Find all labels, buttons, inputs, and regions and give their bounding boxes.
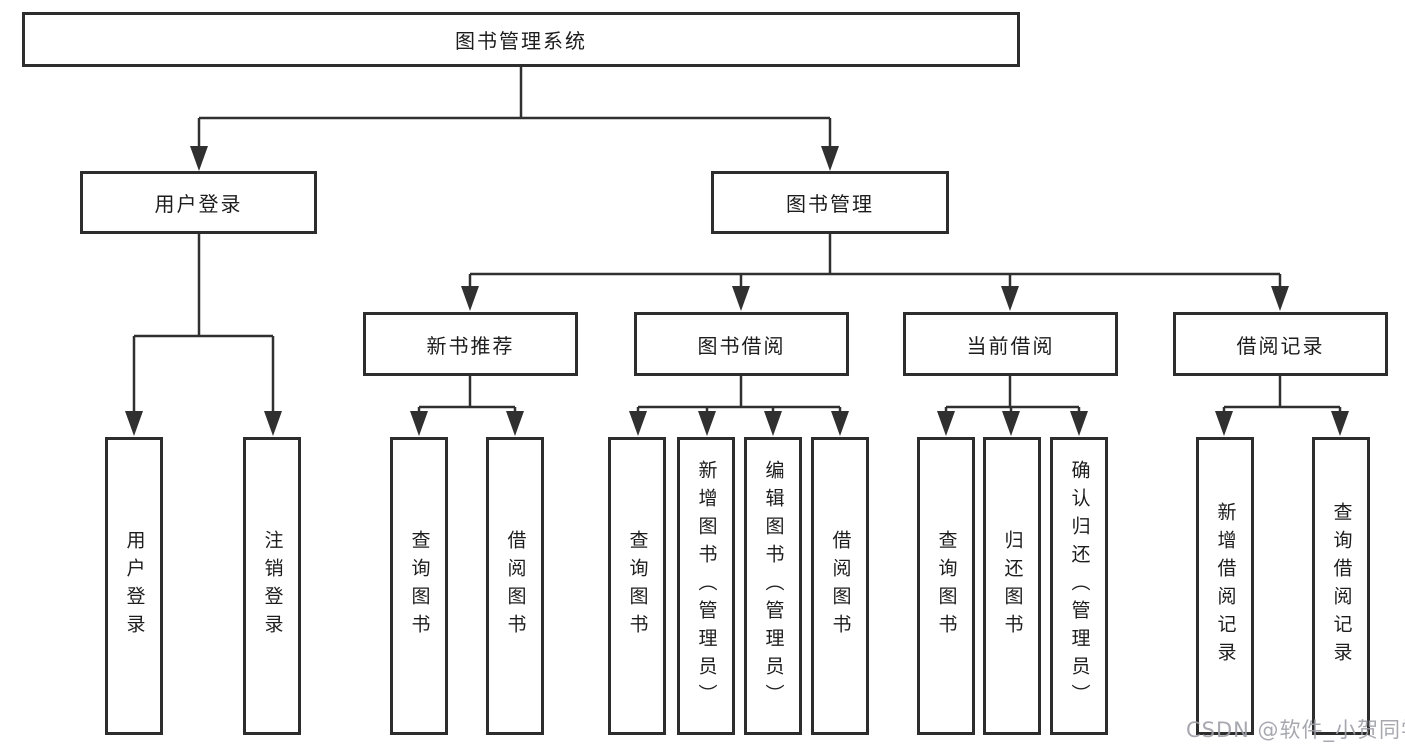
- leaf-current-return-books: 归还图书: [983, 437, 1041, 735]
- node-borrow-records-label: 借阅记录: [1236, 333, 1325, 358]
- leaf-records-query-record: 查询借阅记录: [1312, 437, 1370, 735]
- leaf-user-login: 用户登录: [105, 437, 163, 735]
- connector-records-to-leaves: [1215, 376, 1349, 436]
- leaf-recommend-borrow-books-label: 借阅图书: [504, 530, 527, 642]
- leaf-recommend-query-books: 查询图书: [390, 437, 448, 735]
- connector-userlogin-to-leaves: [125, 234, 282, 436]
- node-book-management-label: 图书管理: [786, 192, 874, 216]
- leaf-borrow-borrow-books: 借阅图书: [811, 437, 869, 735]
- node-current-borrow-label: 当前借阅: [966, 333, 1055, 358]
- node-book-borrow: 图书借阅: [634, 312, 849, 376]
- watermark-text: CSDN @软件_小贺同学: [1186, 718, 1405, 742]
- connector-newbooks-to-leaves: [410, 376, 524, 436]
- leaf-borrow-edit-books-admin: 编辑图书（管理员）: [744, 437, 802, 735]
- node-user-login: 用户登录: [80, 171, 317, 234]
- leaf-recommend-borrow-books: 借阅图书: [486, 437, 544, 735]
- leaf-borrow-query-books-label: 查询图书: [626, 530, 649, 642]
- node-root-label: 图书管理系统: [455, 29, 587, 53]
- leaf-current-query-books: 查询图书: [917, 437, 975, 735]
- node-new-book-recommend-label: 新书推荐: [426, 333, 515, 358]
- leaf-borrow-add-books-admin: 新增图书（管理员）: [677, 437, 735, 735]
- leaf-user-login-label: 用户登录: [123, 530, 146, 642]
- leaf-current-confirm-return-admin-label: 确认归还（管理员）: [1068, 460, 1091, 712]
- leaf-recommend-query-books-label: 查询图书: [408, 530, 431, 642]
- connector-root-to-level2: [190, 67, 839, 171]
- leaf-records-add-record-label: 新增借阅记录: [1214, 502, 1237, 670]
- node-root-system: 图书管理系统: [22, 12, 1020, 67]
- leaf-borrow-borrow-books-label: 借阅图书: [829, 530, 852, 642]
- node-borrow-records: 借阅记录: [1173, 312, 1388, 376]
- leaf-records-add-record: 新增借阅记录: [1196, 437, 1254, 735]
- connector-bookmgmt-to-level3: [461, 233, 1289, 311]
- node-current-borrow: 当前借阅: [903, 312, 1118, 376]
- leaf-logout-label: 注销登录: [261, 530, 284, 642]
- node-new-book-recommend: 新书推荐: [363, 312, 578, 376]
- leaf-borrow-query-books: 查询图书: [608, 437, 666, 735]
- connector-currentborrow-to-leaves: [937, 376, 1088, 436]
- node-book-management: 图书管理: [711, 171, 949, 234]
- leaf-current-return-books-label: 归还图书: [1001, 530, 1024, 642]
- leaf-borrow-add-books-admin-label: 新增图书（管理员）: [695, 460, 718, 712]
- leaf-borrow-edit-books-admin-label: 编辑图书（管理员）: [762, 460, 785, 712]
- node-book-borrow-label: 图书借阅: [697, 333, 786, 358]
- node-user-login-label: 用户登录: [154, 192, 243, 216]
- leaf-current-confirm-return-admin: 确认归还（管理员）: [1050, 437, 1108, 735]
- connector-bookborrow-to-leaves: [629, 376, 849, 436]
- leaf-records-query-record-label: 查询借阅记录: [1330, 502, 1353, 670]
- leaf-current-query-books-label: 查询图书: [935, 530, 958, 642]
- leaf-logout: 注销登录: [243, 437, 301, 735]
